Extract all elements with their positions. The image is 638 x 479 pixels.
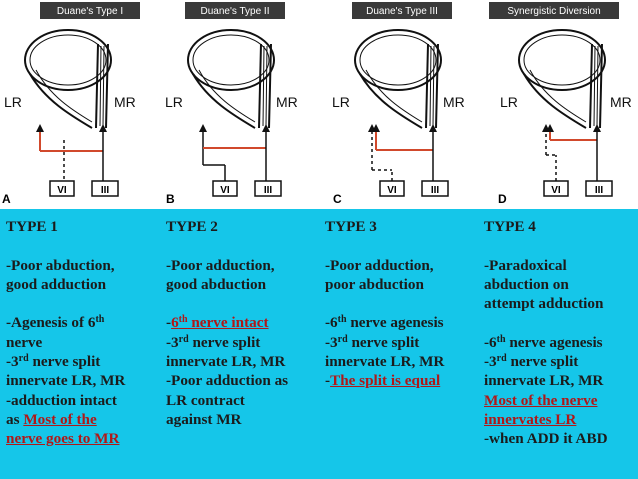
nerve-details: -Agenesis of 6th nerve -3rd nerve split …: [6, 314, 126, 448]
muscle-label-mr: MR: [276, 94, 298, 110]
panel-title: Duane's Type II: [201, 6, 270, 17]
nerve-label-vi: VI: [387, 185, 397, 196]
motility-summary: -Poor abduction, good adduction: [6, 256, 115, 293]
nerve-label-iii: III: [595, 185, 604, 196]
nerve-details: -6th nerve agenesis -3rd nerve split inn…: [484, 333, 608, 448]
panel-letter: A: [2, 192, 11, 206]
panel-letter: B: [166, 192, 175, 206]
panel-title: Duane's Type III: [366, 6, 438, 17]
duane-diagram-figure: Duane's Type I LR MR VI III A Duane's Ty…: [0, 0, 638, 209]
nerve-details: -6th nerve agenesis -3rd nerve split inn…: [325, 314, 445, 390]
panel-type-4: Synergistic Diversion LR MR VI III D: [489, 2, 632, 206]
nerve-label-iii: III: [431, 185, 440, 196]
column-type-4: TYPE 4 -Paradoxical abduction on attempt…: [484, 217, 608, 449]
panel-type-1: Duane's Type I LR MR VI III A: [2, 2, 140, 206]
muscle-label-mr: MR: [443, 94, 465, 110]
motility-summary: -Paradoxical abduction on attempt adduct…: [484, 256, 604, 313]
column-type-1: TYPE 1 -Poor abduction, good adduction -…: [6, 217, 125, 449]
muscle-label-lr: LR: [165, 94, 183, 110]
panel-letter: D: [498, 192, 507, 206]
column-type-3: TYPE 3 -Poor adduction, poor abduction -…: [325, 217, 444, 391]
nerve-label-vi: VI: [551, 185, 561, 196]
column-heading: TYPE 2: [166, 218, 218, 235]
panel-title: Duane's Type I: [57, 6, 123, 17]
nerve-details: -6th nerve intact -3rd nerve split inner…: [166, 314, 289, 428]
column-heading: TYPE 3: [325, 218, 377, 235]
panel-title: Synergistic Diversion: [507, 6, 600, 17]
types-info-panel: TYPE 1 -Poor abduction, good adduction -…: [0, 209, 638, 479]
panel-type-2: Duane's Type II LR MR VI III B: [165, 2, 298, 206]
column-heading: TYPE 4: [484, 218, 536, 235]
nerve-label-iii: III: [264, 185, 273, 196]
muscle-label-lr: LR: [4, 94, 22, 110]
motility-summary: -Poor adduction, good abduction: [166, 256, 275, 293]
panel-type-3: Duane's Type III LR MR VI III C: [332, 2, 465, 206]
muscle-label-lr: LR: [332, 94, 350, 110]
muscle-label-mr: MR: [610, 94, 632, 110]
nerve-label-iii: III: [101, 185, 110, 196]
muscle-label-mr: MR: [114, 94, 136, 110]
nerve-label-vi: VI: [57, 185, 67, 196]
column-heading: TYPE 1: [6, 218, 58, 235]
muscle-label-lr: LR: [500, 94, 518, 110]
motility-summary: -Poor adduction, poor abduction: [325, 256, 434, 293]
panel-letter: C: [333, 192, 342, 206]
nerve-label-vi: VI: [220, 185, 230, 196]
column-type-2: TYPE 2 -Poor adduction, good abduction -…: [166, 217, 288, 429]
